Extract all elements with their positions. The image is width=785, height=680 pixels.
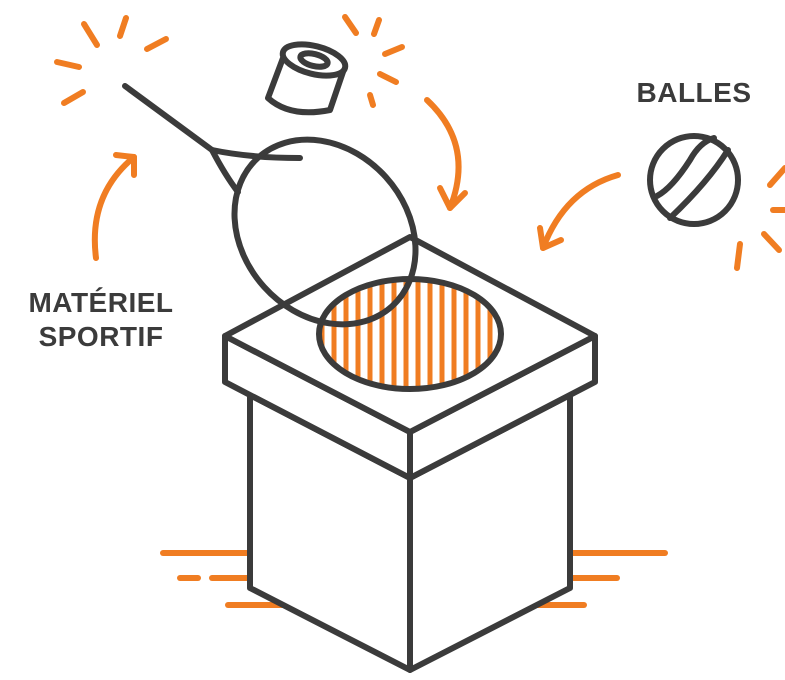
sports-equipment-label-line1: MATÉRIEL xyxy=(6,286,196,320)
grip-tape-icon xyxy=(268,39,348,113)
sparkle-icon-grip xyxy=(345,17,402,105)
arrow-icon-balls xyxy=(540,175,618,248)
tennis-ball-icon xyxy=(650,136,738,224)
balls-label: BALLES xyxy=(628,76,760,110)
sparkle-icon-ball xyxy=(737,168,785,268)
sports-equipment-label: MATÉRIEL SPORTIF xyxy=(6,286,196,354)
sports-equipment-label-line2: SPORTIF xyxy=(6,320,196,354)
racket-handle xyxy=(125,86,212,150)
arrow-icon-equipment xyxy=(95,155,134,258)
sparkle-icon-racket xyxy=(57,18,166,103)
arrow-icon-grip xyxy=(427,100,465,208)
